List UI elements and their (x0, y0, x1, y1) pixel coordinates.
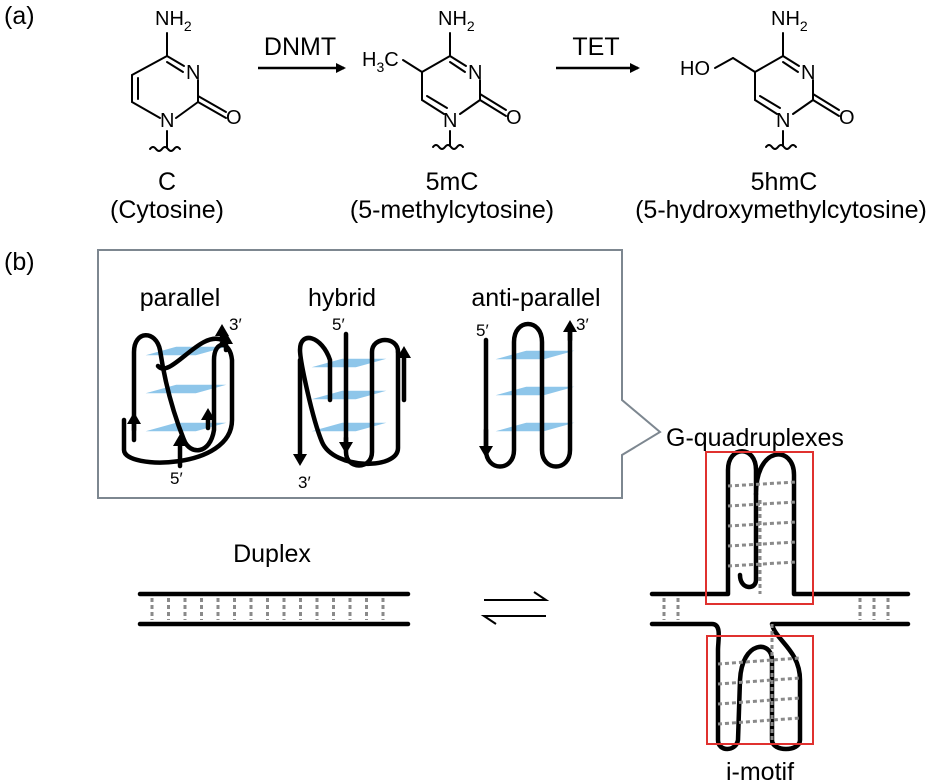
g4-hoogsteen-pair (727, 520, 797, 528)
g4-hoogsteen-pair (727, 560, 797, 568)
carbonyl-o-label: O (839, 107, 855, 129)
topology-parallel-label: parallel (140, 284, 221, 312)
g-quadruplex-callout (97, 249, 662, 499)
three-prime-label: 3′ (576, 315, 589, 334)
panel-a-label: (a) (4, 2, 35, 30)
compound-name-c: (Cytosine) (110, 196, 224, 224)
hydroxyl-label: HO (680, 58, 710, 80)
duplex-label: Duplex (233, 540, 311, 568)
cytosine-structure: NH2 N N O (131, 8, 242, 152)
equilibrium-arrows (480, 591, 550, 625)
imotif-pair (717, 716, 801, 726)
imotif-label: i-motif (726, 758, 794, 784)
dnmt-label: DNMT (264, 33, 336, 61)
g4-hoogsteen-pair (727, 540, 797, 548)
amine-label: NH2 (438, 8, 475, 34)
ring-n-label: N (801, 62, 815, 84)
topology-antiparallel-label: anti-parallel (471, 284, 600, 312)
three-prime-label: 3′ (229, 315, 242, 334)
g4-hoogsteen-pair (727, 480, 797, 488)
methylcytosine-structure: NH2 H3C N N O (362, 8, 522, 150)
ring-n-label: N (776, 110, 790, 132)
compound-abbr-5mc: 5mC (426, 168, 479, 196)
panel-b-label: (b) (4, 248, 35, 276)
topology-hybrid-label: hybrid (308, 284, 376, 312)
ring-n-label: N (186, 62, 200, 84)
imotif-pair (717, 696, 801, 706)
compound-name-5mc: (5-methylcytosine) (350, 196, 554, 224)
ring-n-label: N (160, 110, 174, 132)
hybrid-g4: 5′ 3′ (293, 315, 411, 492)
imotif-pair (717, 656, 801, 666)
three-prime-label: 3′ (298, 473, 311, 492)
imotif-pair (717, 676, 801, 686)
ring-n-label: N (468, 62, 482, 84)
g-quadruplexes-label: G-quadruplexes (666, 424, 844, 452)
methyl-label: H3C (362, 49, 399, 75)
g4-imotif-structure (649, 449, 911, 752)
compound-abbr-5hmc: 5hmC (751, 168, 818, 196)
parallel-g4: 3′ 5′ (121, 315, 242, 488)
carbonyl-o-label: O (506, 107, 522, 129)
antiparallel-g4: 5′ 3′ (476, 315, 589, 469)
five-prime-label: 5′ (476, 321, 489, 340)
compound-name-5hmc: (5-hydroxymethylcytosine) (635, 196, 927, 224)
five-prime-label: 5′ (332, 315, 345, 334)
duplex-dna (137, 591, 411, 627)
g4-highlight-box (705, 451, 814, 605)
five-prime-label: 5′ (170, 469, 183, 488)
amine-label: NH2 (771, 8, 808, 34)
carbonyl-o-label: O (226, 107, 242, 129)
compound-abbr-c: C (158, 168, 176, 196)
hydroxymethylcytosine-structure: NH2 HO N N O (680, 8, 855, 150)
amine-label: NH2 (155, 8, 192, 34)
ring-n-label: N (443, 110, 457, 132)
g4-hoogsteen-pair (727, 500, 797, 508)
tet-label: TET (572, 33, 619, 61)
imotif-highlight-box (706, 635, 814, 745)
